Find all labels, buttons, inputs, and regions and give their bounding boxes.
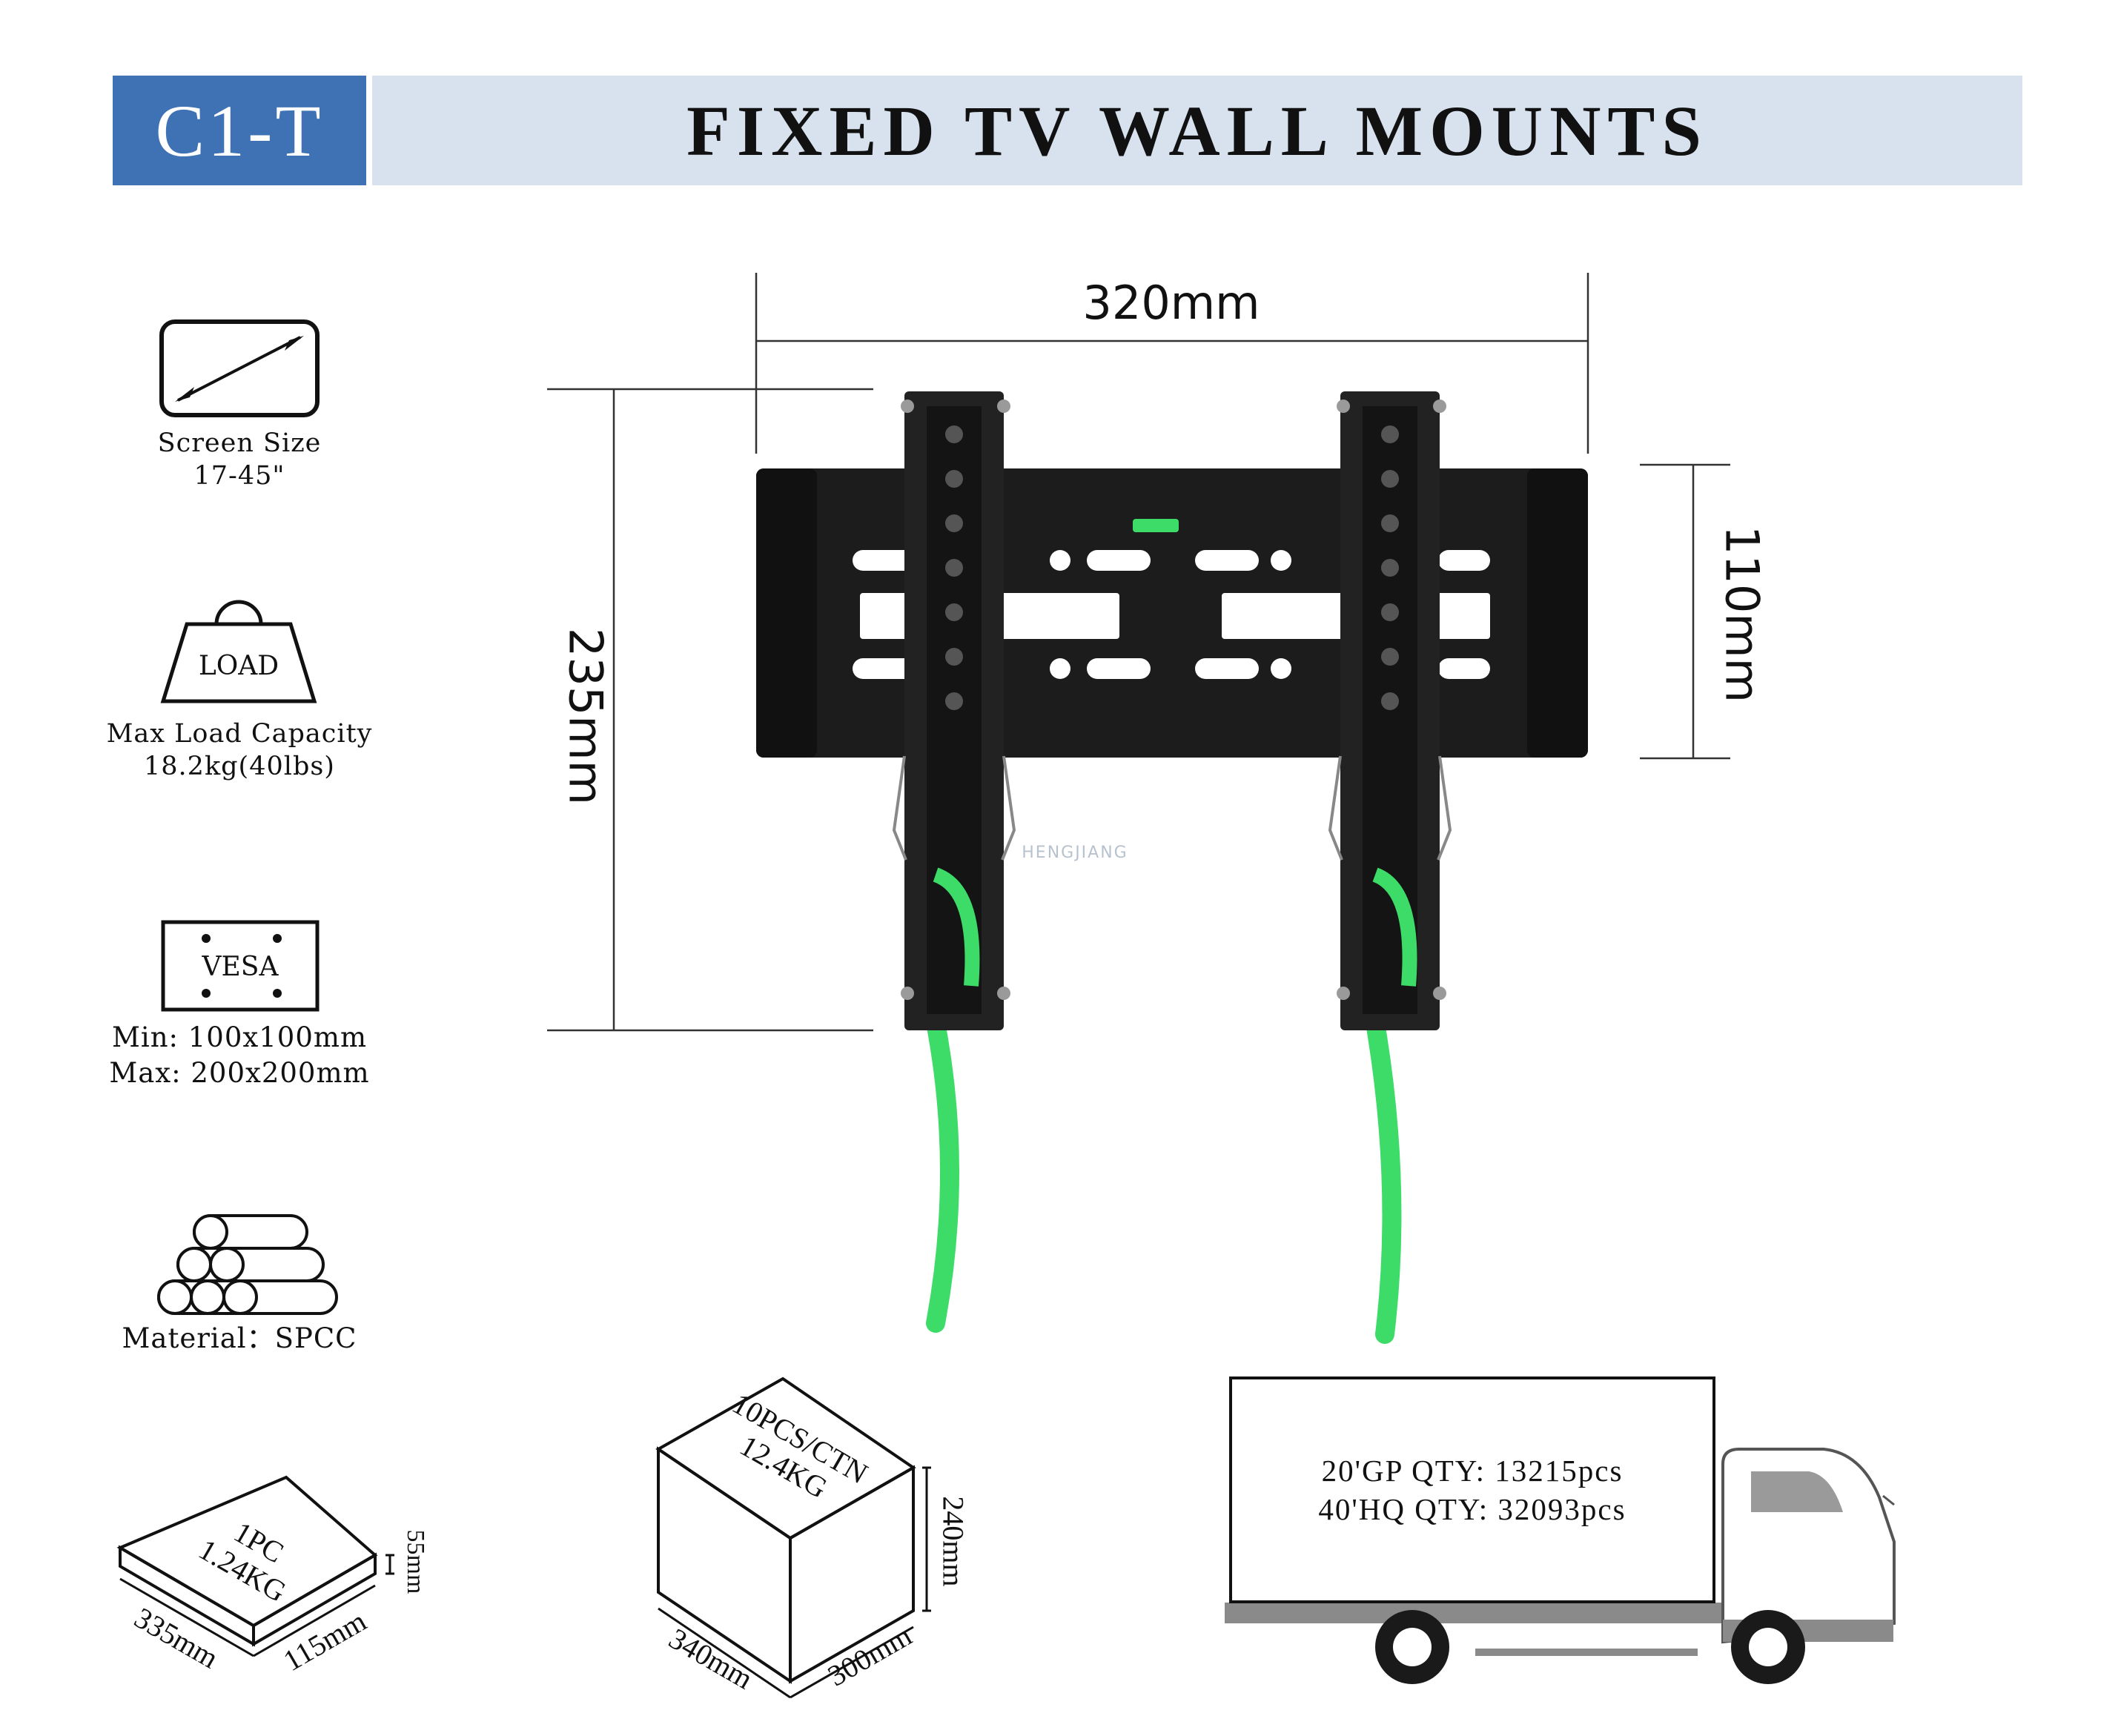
qty-20gp: 20'GP QTY: 13215pcs bbox=[1321, 1454, 1624, 1488]
carton-box-icon bbox=[655, 1376, 931, 1699]
load-icon-text: LOAD bbox=[198, 651, 279, 681]
qty-40hq: 40'HQ QTY: 32093pcs bbox=[1318, 1492, 1626, 1526]
material-pipes-icon bbox=[157, 1214, 338, 1315]
screen-size-icon bbox=[159, 319, 320, 417]
page-title: FIXED TV WALL MOUNTS bbox=[686, 90, 1708, 170]
model-code: C1-T bbox=[155, 89, 324, 172]
load-spec: Max Load Capacity 18.2kg(40lbs) bbox=[106, 718, 373, 783]
weight-icon bbox=[160, 600, 317, 703]
material-spec: Material：SPCC bbox=[106, 1322, 373, 1355]
screen-size-value: 17-45" bbox=[193, 461, 285, 491]
truck-icon bbox=[1225, 1448, 1896, 1684]
vesa-max: Max: 200x200mm bbox=[109, 1057, 370, 1089]
container-qty-box: 20'GP QTY: 13215pcs 40'HQ QTY: 32093pcs bbox=[1229, 1376, 1715, 1603]
screen-size-spec: Screen Size 17-45" bbox=[106, 427, 373, 492]
width-dimension-line bbox=[755, 273, 1589, 454]
load-value: 18.2kg(40lbs) bbox=[144, 752, 335, 781]
title-banner: FIXED TV WALL MOUNTS bbox=[372, 76, 2022, 185]
material-label: Material：SPCC bbox=[122, 1322, 357, 1354]
height-dimension-label: 235mm bbox=[558, 627, 613, 806]
vesa-icon-text: VESA bbox=[202, 952, 279, 982]
depth-dimension-label: 110mm bbox=[1715, 525, 1770, 703]
width-dimension-label: 320mm bbox=[1082, 276, 1260, 330]
single-box-icon bbox=[116, 1475, 394, 1657]
wall-mount-image bbox=[756, 391, 1588, 1344]
single-box-height: 55mm bbox=[402, 1529, 429, 1594]
screen-size-label: Screen Size bbox=[157, 428, 322, 458]
vesa-min: Min: 100x100mm bbox=[111, 1021, 368, 1053]
carton-height: 240mm bbox=[936, 1496, 970, 1587]
brand-watermark: HENGJIANG bbox=[1022, 844, 1128, 862]
model-code-badge: C1-T bbox=[113, 76, 366, 185]
load-label: Max Load Capacity bbox=[106, 719, 373, 749]
vesa-spec: Min: 100x100mm Max: 200x200mm bbox=[106, 1020, 373, 1091]
depth-dimension-line bbox=[1640, 463, 1730, 760]
vesa-icon bbox=[161, 920, 320, 1012]
height-dimension-line bbox=[547, 388, 873, 1032]
